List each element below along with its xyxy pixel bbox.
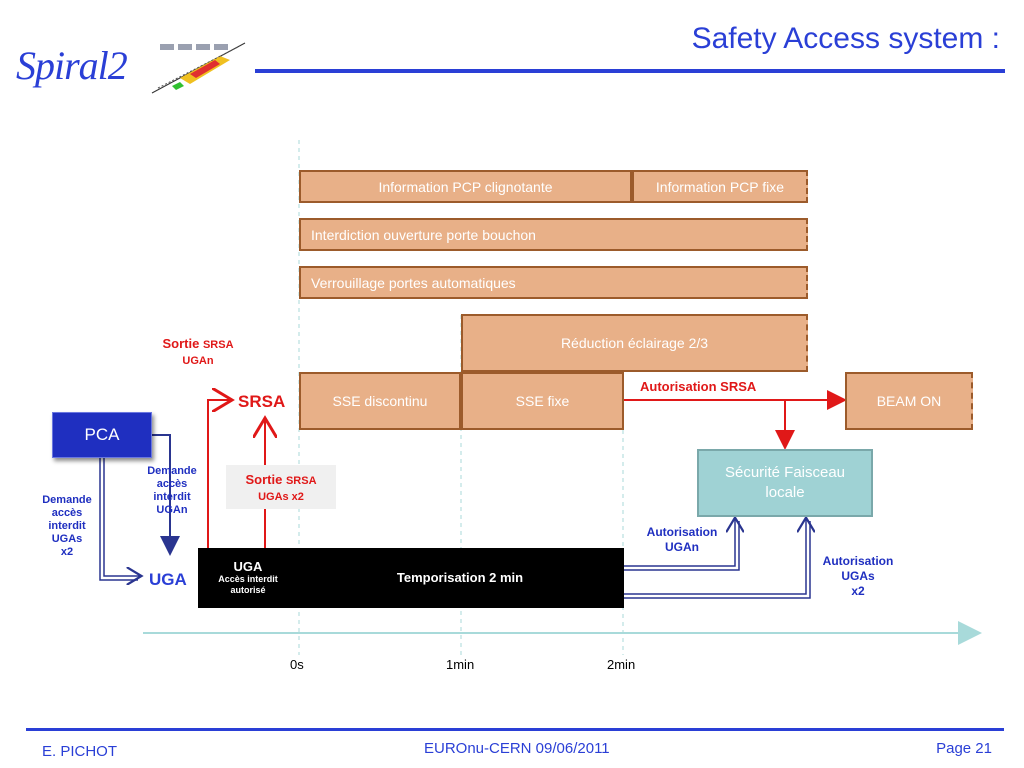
box-verrouillage: Verrouillage portes automatiques: [299, 266, 808, 299]
black-uga-label: UGA: [233, 559, 263, 574]
label-demande-ugan: Demande accès interdit UGAn: [147, 465, 197, 516]
label-demande-ugas: Demande accès interdit UGAs x2: [42, 494, 92, 558]
tick-1min: 1min: [446, 657, 475, 672]
footer-page: Page 21: [936, 740, 992, 757]
box-beam-on: BEAM ON: [845, 372, 973, 430]
label-sortie-srsa-ugan: Sortie SRSA UGAn: [162, 336, 234, 367]
securite-line2: locale: [765, 484, 805, 501]
label-uga: UGA: [149, 570, 187, 589]
sortie-ugas-background: [226, 465, 336, 509]
securite-faisceau-box: Sécurité Faisceau locale: [697, 449, 873, 517]
securite-line1: Sécurité Faisceau: [724, 464, 846, 481]
label-autorisation-ugan: Autorisation UGAn: [646, 525, 718, 554]
pca-box: PCA: [52, 412, 152, 458]
box-sse-discontinu: SSE discontinu: [299, 372, 461, 430]
footer-rule: [26, 728, 1004, 731]
tick-2min: 2min: [607, 657, 636, 672]
box-interdiction: Interdiction ouverture porte bouchon: [299, 218, 808, 251]
logo-graphic: [151, 42, 246, 94]
label-autorisation-ugas: Autorisation UGAs x2: [822, 554, 894, 598]
temporisation-box: [198, 548, 624, 608]
footer-author: E. PICHOT: [42, 743, 118, 760]
black-box-uga: UGA Accès interdit autorisé: [216, 559, 280, 596]
box-sse-fixe: SSE fixe: [461, 372, 624, 430]
label-srsa: SRSA: [238, 392, 286, 411]
box-pcp-fixe: Information PCP fixe: [632, 170, 808, 203]
logo-text: Spiral2: [16, 43, 128, 88]
box-pcp-clignotante: Information PCP clignotante: [299, 170, 632, 203]
box-reduction-eclairage: Réduction éclairage 2/3: [461, 314, 808, 372]
page-title: Safety Access system :: [691, 22, 1000, 55]
label-sortie-srsa-ugas: Sortie SRSA UGAs x2: [245, 472, 317, 503]
temporisation-label: Temporisation 2 min: [396, 570, 524, 585]
label-autorisation-srsa: Autorisation SRSA: [640, 379, 757, 394]
header-rule: [255, 69, 1005, 73]
tick-0s: 0s: [290, 657, 304, 672]
footer-event: EUROnu-CERN 09/06/2011: [424, 740, 610, 757]
black-acces-line1: Accès interdit: [218, 574, 278, 584]
black-acces-line2: autorisé: [230, 585, 266, 595]
